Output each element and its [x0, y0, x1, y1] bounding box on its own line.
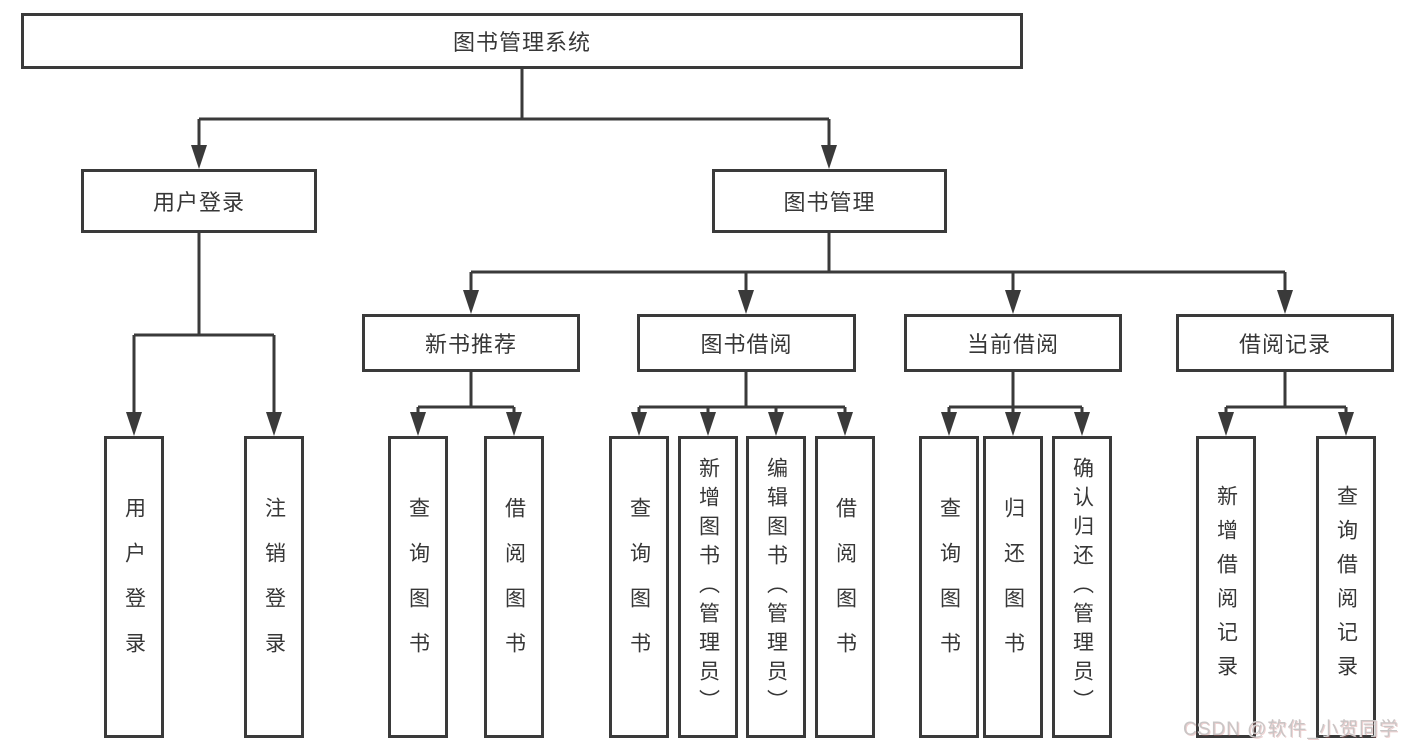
leaf-edit-book-admin-label: 编辑图书（管理员）: [764, 456, 788, 718]
node-book-management: 图书管理: [712, 169, 947, 233]
leaf-borrow-books-borrowing: 借阅图书: [815, 436, 875, 738]
leaf-query-borrow-record-label: 查询借阅记录: [1334, 485, 1358, 689]
leaf-query-books-current: 查询图书: [919, 436, 979, 738]
node-root: 图书管理系统: [21, 13, 1023, 69]
leaf-add-borrow-record-label: 新增借阅记录: [1214, 485, 1238, 689]
node-borrow-records: 借阅记录: [1176, 314, 1394, 372]
leaf-query-books-borrowing-label: 查询图书: [627, 497, 651, 677]
leaf-borrow-books-recommend: 借阅图书: [484, 436, 544, 738]
node-new-book-recommend-label: 新书推荐: [424, 332, 517, 357]
leaf-logout: 注销登录: [244, 436, 304, 738]
node-user-login: 用户登录: [81, 169, 317, 233]
leaf-confirm-return-admin: 确认归还（管理员）: [1052, 436, 1112, 738]
csdn-watermark: CSDN @软件_小贺同学: [1183, 719, 1399, 740]
leaf-user-login-label: 用户登录: [122, 497, 146, 677]
leaf-return-book-label: 归还图书: [1001, 497, 1025, 677]
node-current-borrowing: 当前借阅: [904, 314, 1122, 372]
leaf-edit-book-admin: 编辑图书（管理员）: [746, 436, 806, 738]
leaf-query-borrow-record: 查询借阅记录: [1316, 436, 1376, 738]
leaf-confirm-return-admin-label: 确认归还（管理员）: [1070, 456, 1094, 718]
node-new-book-recommend: 新书推荐: [362, 314, 580, 372]
leaf-add-book-admin: 新增图书（管理员）: [678, 436, 738, 738]
node-book-management-label: 图书管理: [783, 190, 876, 215]
leaf-borrow-books-recommend-label: 借阅图书: [502, 497, 526, 677]
leaf-return-book: 归还图书: [983, 436, 1043, 738]
leaf-query-books-borrowing: 查询图书: [609, 436, 669, 738]
leaf-borrow-books-borrowing-label: 借阅图书: [833, 497, 857, 677]
leaf-query-books-current-label: 查询图书: [937, 497, 961, 677]
leaf-logout-label: 注销登录: [262, 497, 286, 677]
leaf-add-book-admin-label: 新增图书（管理员）: [696, 456, 720, 718]
node-user-login-label: 用户登录: [152, 190, 245, 215]
node-root-label: 图书管理系统: [452, 30, 591, 55]
node-book-borrowing-label: 图书借阅: [700, 332, 793, 357]
node-current-borrowing-label: 当前借阅: [966, 332, 1059, 357]
leaf-add-borrow-record: 新增借阅记录: [1196, 436, 1256, 738]
leaf-query-books-recommend-label: 查询图书: [406, 497, 430, 677]
node-book-borrowing: 图书借阅: [637, 314, 856, 372]
node-borrow-records-label: 借阅记录: [1238, 332, 1331, 357]
leaf-user-login: 用户登录: [104, 436, 164, 738]
leaf-query-books-recommend: 查询图书: [388, 436, 448, 738]
